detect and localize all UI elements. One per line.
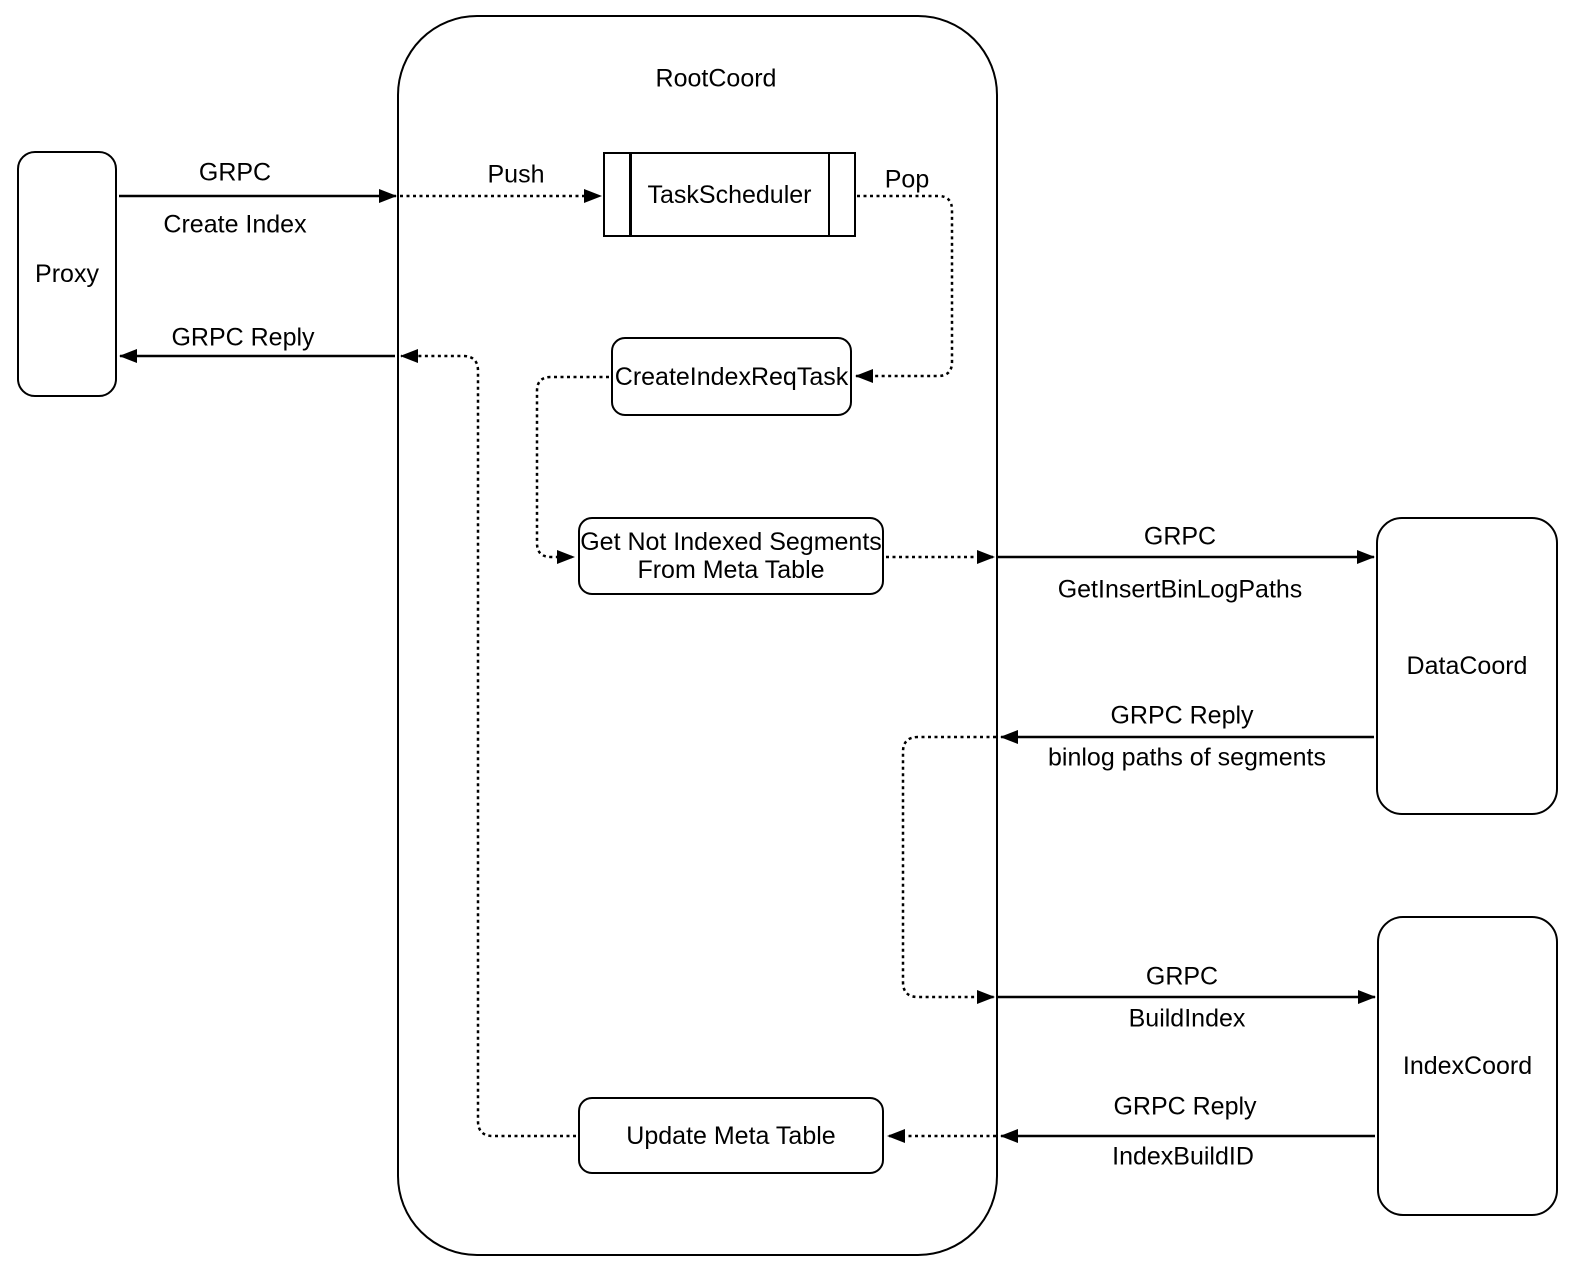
node-create-index-req-task-label: CreateIndexReqTask — [614, 362, 849, 391]
node-rootcoord-title: RootCoord — [655, 64, 777, 93]
edge-reply-binlog-label-bottom: binlog paths of segments — [1048, 743, 1326, 772]
node-update-meta-table-label: Update Meta Table — [626, 1121, 836, 1150]
edge-reply-binlog-label-top: GRPC Reply — [1110, 701, 1254, 730]
node-update-meta-table: Update Meta Table — [578, 1097, 884, 1174]
edge-reply-indexbuildid-label-top: GRPC Reply — [1113, 1092, 1257, 1121]
edge-update-meta-to-reply-line — [400, 349, 576, 1138]
edge-getinsertbinlogpaths-label-top: GRPC — [1143, 522, 1217, 551]
edge-build-index-label-bottom: BuildIndex — [1128, 1004, 1246, 1033]
edge-pop-label: Pop — [884, 165, 930, 194]
edge-reply-to-buildindex-loop-line — [901, 735, 996, 1004]
edge-build-index-label-top: GRPC — [1145, 962, 1219, 991]
task-scheduler-left-bar — [629, 154, 632, 235]
task-scheduler-right-bar — [827, 154, 830, 235]
node-task-scheduler-label: TaskScheduler — [647, 180, 812, 209]
node-datacoord-label: DataCoord — [1406, 652, 1528, 680]
node-indexcoord-label: IndexCoord — [1402, 1052, 1533, 1080]
edge-reply-indexbuildid-label-bottom: IndexBuildID — [1112, 1142, 1254, 1171]
node-create-index-req-task: CreateIndexReqTask — [611, 337, 852, 416]
edge-push-label: Push — [487, 160, 545, 189]
node-indexcoord: IndexCoord — [1377, 916, 1558, 1216]
node-proxy: Proxy — [17, 151, 117, 397]
node-task-scheduler: TaskScheduler — [603, 152, 856, 237]
edge-pop-line — [855, 194, 954, 383]
edge-grpc-create-index-label-bottom: Create Index — [163, 210, 307, 239]
edge-grpc-reply-to-proxy-label: GRPC Reply — [171, 323, 315, 352]
edge-getinsertbinlogpaths-label-bottom: GetInsertBinLogPaths — [1057, 575, 1303, 604]
get-not-indexed-line2: From Meta Table — [637, 556, 825, 584]
node-datacoord: DataCoord — [1376, 517, 1558, 815]
node-get-not-indexed-segments-label: Get Not Indexed Segments From Meta Table — [580, 528, 882, 584]
node-get-not-indexed-segments: Get Not Indexed Segments From Meta Table — [578, 517, 884, 595]
node-proxy-label: Proxy — [35, 260, 99, 288]
get-not-indexed-line1: Get Not Indexed Segments — [580, 528, 882, 556]
edge-grpc-create-index-label-top: GRPC — [198, 158, 272, 187]
edge-task-to-get-not-indexed-line — [535, 375, 609, 564]
